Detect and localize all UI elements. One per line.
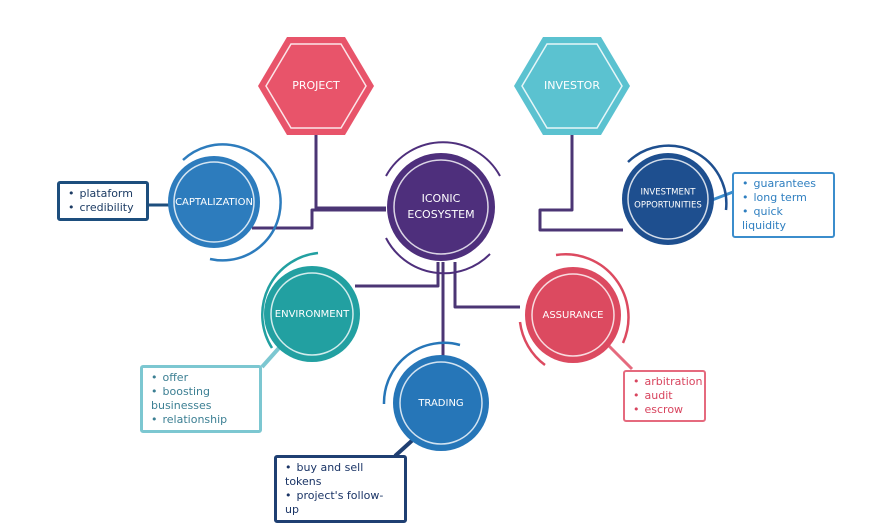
environment-circle <box>264 266 360 362</box>
node-assurance: ASSURANCE <box>518 253 630 367</box>
captalization-circle-ring <box>173 161 255 243</box>
node-captalization: CAPTALIZATION <box>168 143 282 262</box>
connector-assurance-box <box>607 344 634 371</box>
assurance-outer-arc-lower <box>518 321 546 367</box>
center-circle <box>387 153 495 261</box>
assurance-list-box: arbitration audit escrow <box>623 370 706 422</box>
investor-label: INVESTOR <box>544 79 600 92</box>
trading-list-box: buy and sell tokens project's follow-up <box>274 455 407 523</box>
center-outer-arc <box>385 141 501 177</box>
investment-label-line-1: INVESTMENT <box>641 188 697 198</box>
investor-hexagon-inner <box>521 43 623 129</box>
trading-list-item: buy and sell tokens <box>285 461 396 489</box>
assurance-circle-ring <box>531 273 615 357</box>
connector-environment <box>355 262 440 288</box>
trading-list-item: project's follow-up <box>285 489 396 517</box>
center-outer-arc-lower <box>385 237 491 275</box>
environment-list-box: offer boosting businesses relationship <box>140 365 262 433</box>
node-trading: TRADING <box>382 341 489 451</box>
assurance-list-item: escrow <box>633 403 696 417</box>
environment-list-item: boosting businesses <box>151 385 251 413</box>
investment-outer-arc <box>627 144 728 211</box>
node-center: ICONIC ECOSYSTEM <box>385 141 501 275</box>
investor-hexagon <box>514 37 630 135</box>
trading-label: TRADING <box>417 398 463 409</box>
investment-list-item: guarantees <box>742 177 825 191</box>
project-hexagon-inner <box>265 43 367 129</box>
investment-circle-ring <box>627 158 709 240</box>
assurance-list-item: arbitration <box>633 375 703 389</box>
investment-label-line-2: OPPORTUNITIES <box>634 201 702 211</box>
node-investor: INVESTOR <box>514 37 630 135</box>
center-label-line-1: ICONIC <box>422 192 461 205</box>
captalization-circle <box>168 156 260 248</box>
node-investment: INVESTMENT OPPORTUNITIES <box>622 144 728 245</box>
captalization-list-item: credibility <box>68 201 138 215</box>
investment-list-item: long term <box>742 191 825 205</box>
assurance-label: ASSURANCE <box>542 310 603 321</box>
node-environment: ENVIRONMENT <box>261 251 360 362</box>
investment-circle <box>622 153 714 245</box>
captalization-outer-arc <box>182 143 282 262</box>
node-project: PROJECT <box>258 37 374 135</box>
environment-list-item: offer <box>151 371 251 385</box>
captalization-label: CAPTALIZATION <box>175 197 253 208</box>
trading-outer-arc <box>382 341 461 405</box>
environment-label: ENVIRONMENT <box>275 309 350 320</box>
project-label: PROJECT <box>292 79 340 92</box>
assurance-list-item: audit <box>633 389 696 403</box>
environment-circle-ring <box>270 272 354 356</box>
captalization-list-item: plataform <box>68 187 138 201</box>
captalization-list-box: plataform credibility <box>57 181 149 221</box>
project-hexagon <box>258 37 374 135</box>
trading-circle-ring <box>399 361 483 445</box>
investment-list-item: quick liquidity <box>742 205 825 233</box>
connector-assurance <box>453 262 520 309</box>
environment-list-item: relationship <box>151 413 251 427</box>
connector-investor <box>538 134 623 232</box>
connector-project <box>314 132 386 210</box>
environment-outer-arc <box>261 251 319 349</box>
center-label-line-2: ECOSYSTEM <box>407 208 474 221</box>
center-circle-ring <box>393 159 489 255</box>
investment-list-box: guarantees long term quick liquidity <box>732 172 835 238</box>
assurance-outer-arc <box>555 253 630 344</box>
trading-circle <box>393 355 489 451</box>
connector-investment-box <box>711 190 734 202</box>
assurance-circle <box>525 267 621 363</box>
connector-captalization <box>252 208 386 230</box>
